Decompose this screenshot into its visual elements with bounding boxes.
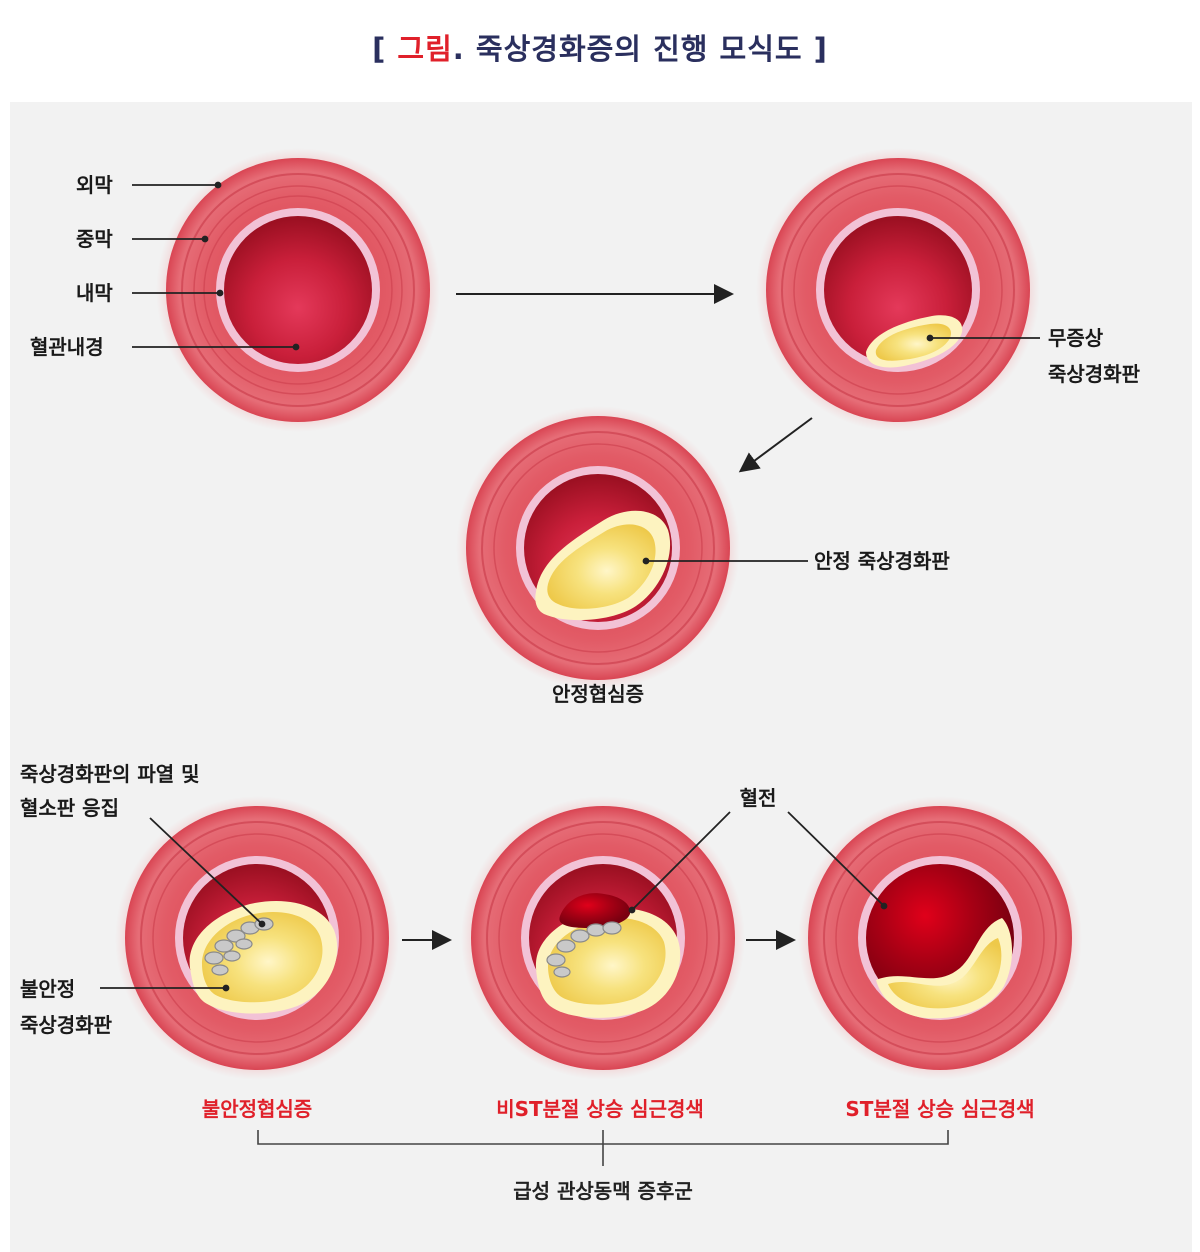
platelet-cluster-nstemi [546, 921, 622, 978]
label-unstable-plaque-2: 죽상경화판 [20, 1013, 113, 1037]
label-stable-angina: 안정협심증 [552, 682, 644, 706]
title-accent: 그림 [397, 32, 453, 66]
label-stemi: ST분절 상승 심근경색 [845, 1097, 1034, 1121]
arrow-asymptomatic-to-stable [738, 417, 813, 473]
vessel-asymptomatic [756, 148, 1040, 432]
label-unstable-angina: 불안정협심증 [202, 1097, 312, 1121]
label-nstemi: 비ST분절 상승 심근경색 [496, 1097, 704, 1121]
label-unstable-plaque-1: 불안정 [20, 977, 75, 1001]
title-rest: . 죽상경화증의 진행 모식도 ] [452, 32, 828, 66]
label-rupture-2: 혈소판 응집 [20, 796, 119, 820]
vessel-unstable [115, 796, 399, 1080]
label-asymptomatic-2: 죽상경화판 [1048, 362, 1141, 386]
label-rupture-1: 죽상경화판의 파열 및 [20, 762, 200, 786]
leader-lines [100, 181, 1040, 992]
label-asymptomatic-1: 무증상 [1048, 326, 1104, 350]
label-adventitia: 외막 [76, 173, 113, 197]
vessel-normal [156, 148, 440, 432]
title-open: [ [372, 32, 398, 66]
vessel-stemi [798, 796, 1082, 1080]
vessel-stable [456, 406, 740, 690]
label-stable-plaque: 안정 죽상경화판 [814, 549, 950, 573]
label-intima: 내막 [76, 281, 113, 305]
label-media: 중막 [76, 227, 113, 251]
figure-title: [ 그림. 죽상경화증의 진행 모식도 ] [0, 26, 1200, 68]
label-lumen: 혈관내경 [30, 335, 104, 359]
acs-bracket [257, 1130, 949, 1166]
label-acs: 급성 관상동맥 증후군 [513, 1179, 693, 1203]
label-thrombus: 혈전 [740, 786, 777, 810]
